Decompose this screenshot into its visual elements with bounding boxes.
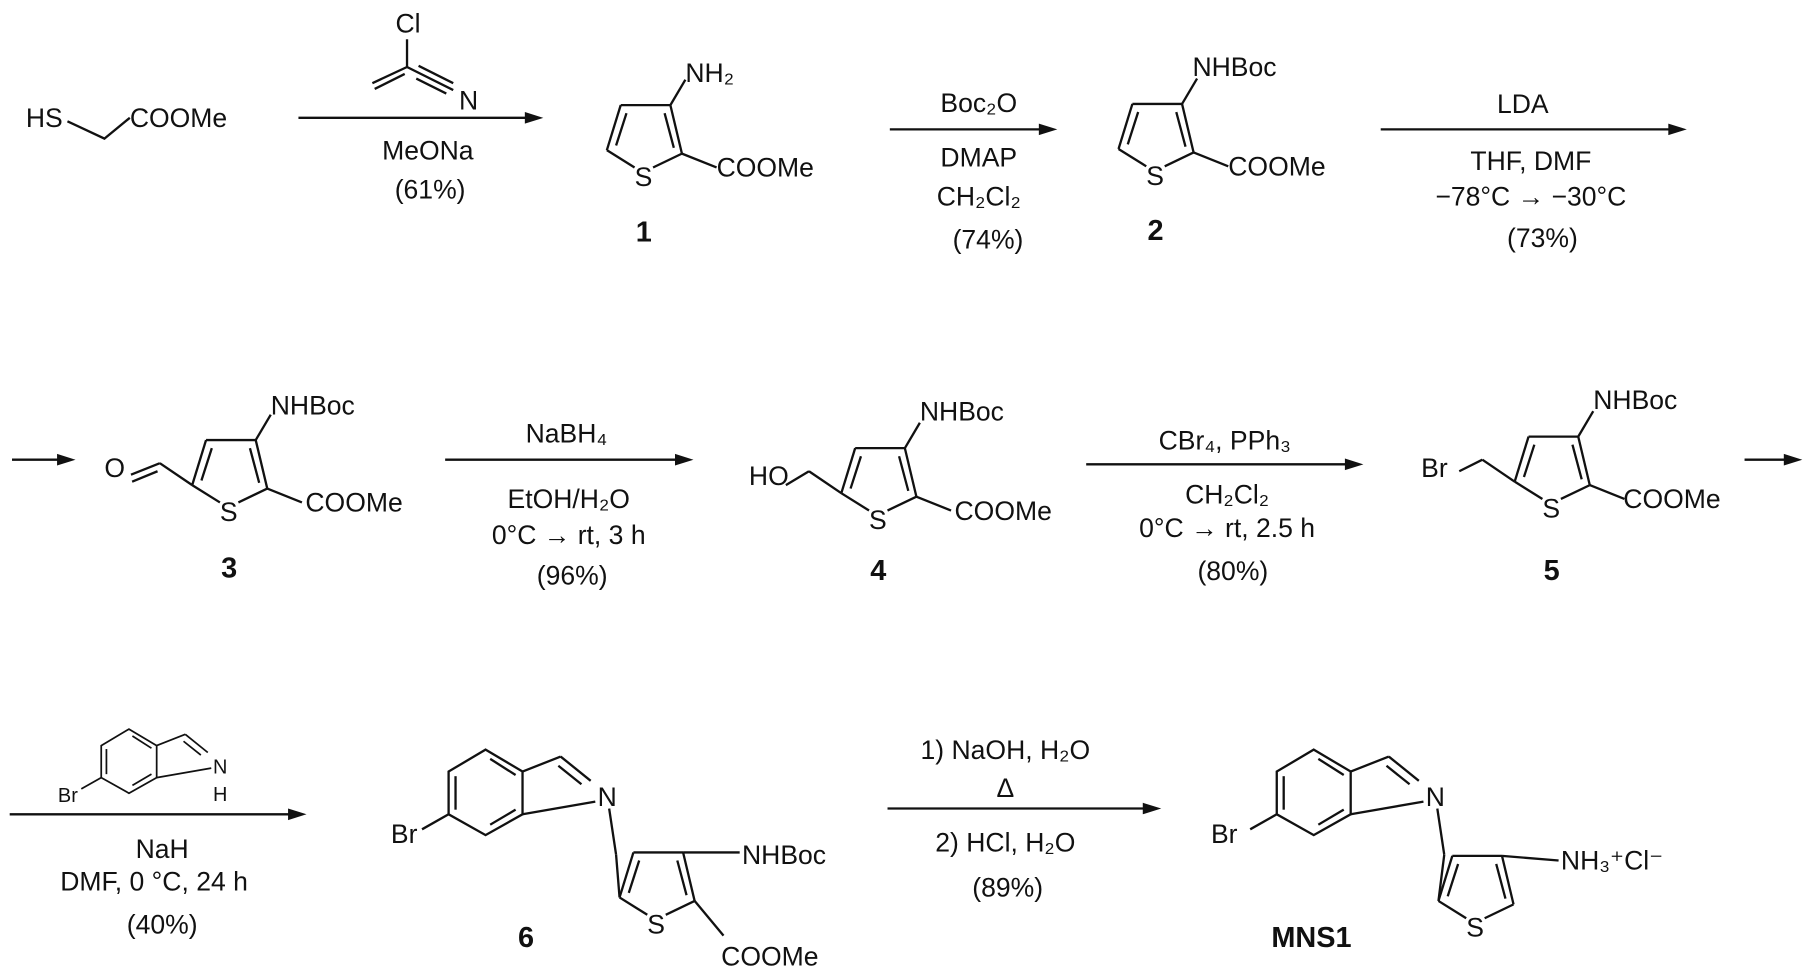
reagent-text: 1) NaOH, H₂O bbox=[921, 735, 1091, 765]
reagent-6-bromoindole: N H Br bbox=[58, 728, 227, 807]
compound-5: S NHBoc COOMe Br 5 bbox=[1421, 385, 1720, 587]
ester-label: COOMe bbox=[1623, 484, 1720, 514]
solvent-text: CH₂Cl₂ bbox=[1185, 480, 1269, 510]
conditions-text: DMF, 0 °C, 24 h bbox=[60, 867, 248, 897]
reagent-text: LDA bbox=[1497, 89, 1549, 119]
starting-material-methyl-thioglycolate: HS COOMe bbox=[26, 103, 227, 140]
reaction-arrow-5: CBr₄, PPh₃ CH₂Cl₂ 0°C → rt, 2.5 h (80%) bbox=[1086, 425, 1364, 586]
ester-label: COOMe bbox=[717, 153, 814, 183]
n-label: N bbox=[598, 782, 617, 812]
reaction-arrow-1: MeONa (61%) bbox=[298, 112, 544, 205]
ester-label: COOMe bbox=[305, 488, 402, 518]
cl-label: Cl bbox=[395, 8, 420, 38]
compound-4: S NHBoc COOMe HO 4 bbox=[749, 396, 1052, 586]
bromo-label: Br bbox=[1421, 453, 1448, 483]
reaction-arrow-4: NaBH₄ EtOH/H₂O 0°C → rt, 3 h (96%) bbox=[445, 418, 694, 590]
sulfur-label: S bbox=[1542, 493, 1560, 523]
compound-number: 3 bbox=[221, 553, 237, 585]
h-label: H bbox=[213, 784, 227, 806]
yield-text: (61%) bbox=[395, 175, 466, 205]
reagent-2-chloroacrylonitrile: Cl N bbox=[371, 8, 478, 116]
n-label: N bbox=[1426, 782, 1445, 812]
compound-6: N Br S NHBoc COOMe 6 bbox=[391, 748, 826, 972]
solvent-text: EtOH/H₂O bbox=[508, 484, 630, 514]
compound-number: MNS1 bbox=[1271, 922, 1351, 954]
nhboc-label: NHBoc bbox=[1192, 52, 1276, 82]
sulfur-label: S bbox=[220, 497, 238, 527]
compound-mns1: N Br S NH₃⁺Cl⁻ MNS1 bbox=[1211, 748, 1663, 954]
solvent-text: THF, DMF bbox=[1470, 146, 1591, 176]
reagent-text: 2) HCl, H₂O bbox=[935, 827, 1075, 857]
hs-label: HS bbox=[26, 103, 63, 133]
yield-text: (80%) bbox=[1197, 556, 1268, 586]
compound-number: 1 bbox=[636, 216, 652, 248]
bromo-label: Br bbox=[58, 785, 78, 807]
continuation-arrow-row-2 bbox=[12, 453, 76, 466]
yield-text: (74%) bbox=[953, 224, 1024, 254]
reagent-text: CBr₄, PPh₃ bbox=[1159, 425, 1291, 455]
nhboc-label: NHBoc bbox=[742, 840, 826, 870]
compound-number: 2 bbox=[1147, 215, 1163, 247]
reagent-text: Boc₂O bbox=[940, 88, 1017, 118]
n-label: N bbox=[459, 86, 478, 116]
sulfur-label: S bbox=[869, 505, 887, 535]
nhboc-label: NHBoc bbox=[1593, 385, 1677, 415]
solvent-text: CH₂Cl₂ bbox=[937, 182, 1021, 212]
sulfur-label: S bbox=[635, 162, 653, 192]
compound-3: S NHBoc COOMe O 3 bbox=[104, 391, 402, 585]
sulfur-label: S bbox=[647, 909, 665, 939]
compound-2: S NHBoc COOMe 2 bbox=[1117, 52, 1326, 247]
nhboc-label: NHBoc bbox=[920, 396, 1004, 426]
heat-symbol: Δ bbox=[996, 773, 1014, 803]
yield-text: (73%) bbox=[1507, 223, 1578, 253]
reaction-arrow-6: NaH DMF, 0 °C, 24 h (40%) bbox=[9, 808, 307, 939]
sulfur-label: S bbox=[1146, 161, 1164, 191]
n-label: N bbox=[213, 756, 227, 778]
sulfur-label: S bbox=[1466, 913, 1484, 943]
compound-number: 5 bbox=[1544, 555, 1560, 587]
temperature-text: −78°C → −30°C bbox=[1435, 182, 1626, 212]
reagent-text: NaH bbox=[136, 834, 189, 864]
amine-label: NH₂ bbox=[685, 58, 734, 88]
reagent-text: DMAP bbox=[940, 142, 1017, 172]
bromo-label: Br bbox=[1211, 819, 1238, 849]
ester-label: COOMe bbox=[1228, 152, 1325, 182]
ammonium-chloride-label: NH₃⁺Cl⁻ bbox=[1561, 846, 1663, 876]
compound-number: 4 bbox=[870, 555, 886, 587]
hydroxyl-label: HO bbox=[749, 461, 789, 491]
aldehyde-oxygen-label: O bbox=[104, 453, 125, 483]
coome-label: COOMe bbox=[130, 103, 227, 133]
yield-text: (89%) bbox=[972, 872, 1043, 902]
conditions-text: 0°C → rt, 2.5 h bbox=[1139, 513, 1315, 543]
conditions-text: 0°C → rt, 3 h bbox=[492, 520, 646, 550]
reagent-text: MeONa bbox=[382, 135, 474, 165]
bromo-label: Br bbox=[391, 819, 418, 849]
ester-label: COOMe bbox=[721, 942, 818, 972]
nhboc-label: NHBoc bbox=[271, 391, 355, 421]
reaction-arrow-7: 1) NaOH, H₂O Δ 2) HCl, H₂O (89%) bbox=[887, 735, 1162, 902]
compound-number: 6 bbox=[518, 922, 534, 954]
continuation-arrow-row-2-end bbox=[1744, 453, 1803, 466]
reaction-arrow-3: LDA THF, DMF −78°C → −30°C (73%) bbox=[1380, 89, 1687, 253]
yield-text: (40%) bbox=[127, 909, 198, 939]
yield-text: (96%) bbox=[537, 560, 608, 590]
reagent-text: NaBH₄ bbox=[526, 418, 608, 448]
ester-label: COOMe bbox=[955, 496, 1052, 526]
compound-1: S NH₂ COOMe 1 bbox=[605, 58, 814, 248]
reaction-arrow-2: Boc₂O DMAP CH₂Cl₂ (74%) bbox=[889, 88, 1058, 254]
